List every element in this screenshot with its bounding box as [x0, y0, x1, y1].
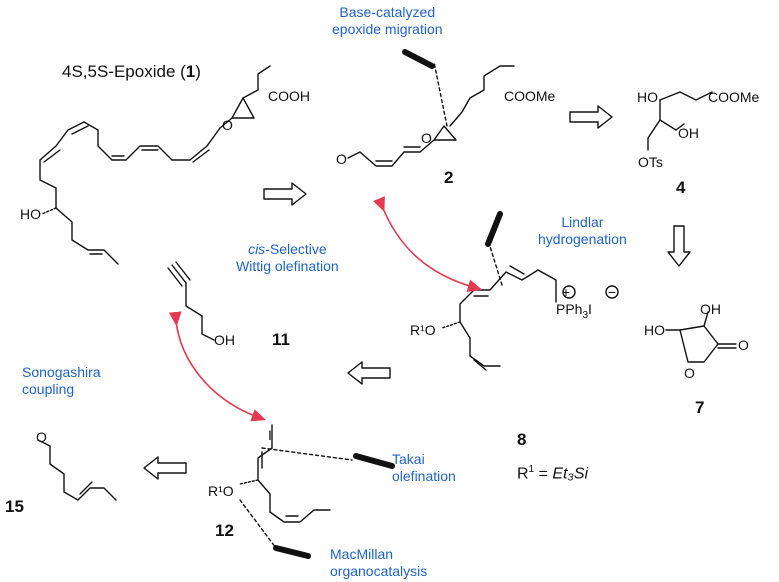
- retro-arrow-2-to-4: [569, 105, 613, 129]
- o-label-2: O: [421, 130, 432, 146]
- compound-15-structure: [37, 439, 117, 501]
- retro-arrows: [143, 105, 691, 480]
- compound-7-structure: [665, 311, 737, 363]
- oh-label-7: OH: [700, 301, 721, 317]
- aldehyde-o-label-15: O: [36, 429, 47, 445]
- pph3-label: PPh3I: [556, 301, 592, 321]
- aldehyde-o-label: O: [336, 151, 347, 167]
- compound-4-structure: [647, 91, 713, 151]
- compound-1-structure: [39, 65, 271, 265]
- compound-label-7: 7: [695, 398, 705, 417]
- compound-label-8: 8: [517, 430, 527, 449]
- compound-1-title: 4S,5S-Epoxide (1): [62, 62, 201, 81]
- compound-2-structure: [347, 49, 515, 167]
- coome-label-4: COOMe: [708, 89, 760, 105]
- retro-arrow-8-to-11-12: [347, 361, 391, 385]
- iodide-label-12: I: [268, 427, 272, 443]
- annotation-wittig: cis-Selective Wittig olefination: [236, 241, 339, 274]
- retro-arrow-4-to-7: [667, 225, 691, 267]
- r1o-label-8: R¹O: [410, 322, 436, 338]
- ho-label-7: HO: [644, 322, 665, 338]
- carbonyl-o-label-7: O: [738, 337, 749, 353]
- compound-label-11: 11: [272, 330, 290, 349]
- retro-arrow-12-to-15: [143, 456, 187, 480]
- sonogashira-connection-arrow: [168, 311, 267, 422]
- annotation-macmillan: MacMillan organocatalysis: [330, 546, 428, 579]
- minus-charge-icon: −: [608, 284, 616, 300]
- ots-label: OTs: [638, 154, 663, 170]
- compound-8-structure: [441, 211, 619, 371]
- ho-label: HO: [20, 206, 41, 222]
- compound-12-structure: [239, 424, 395, 559]
- epoxide-o-label: O: [222, 117, 233, 133]
- plus-charge-icon: +: [562, 284, 570, 300]
- retro-arrow-1-to-2: [263, 182, 307, 206]
- annotation-epoxide-migration: Base-catalyzed epoxide migration: [332, 4, 443, 37]
- r1-definition: R1 = Et₃Si: [517, 464, 589, 483]
- compound-label-4: 4: [676, 178, 686, 197]
- compound-11-structure: [167, 261, 215, 341]
- compound-label-12: 12: [215, 521, 234, 540]
- annotation-lindlar: Lindlar hydrogenation: [538, 214, 627, 247]
- r1o-label-12: R¹O: [208, 483, 234, 499]
- oh-label-4b: OH: [678, 125, 699, 141]
- ring-o-label-7: O: [684, 365, 695, 381]
- oh-label-11: OH: [214, 332, 235, 348]
- cooh-label: COOH: [268, 88, 310, 104]
- wittig-connection-arrow: [373, 196, 483, 292]
- oh-label-4a: HO: [637, 89, 658, 105]
- coome-label-2: COOMe: [504, 88, 556, 104]
- annotation-takai: Takai olefination: [392, 451, 456, 484]
- annotation-sonogashira: Sonogashira coupling: [22, 364, 101, 397]
- compound-label-2: 2: [444, 168, 454, 187]
- compound-label-15: 15: [5, 497, 24, 516]
